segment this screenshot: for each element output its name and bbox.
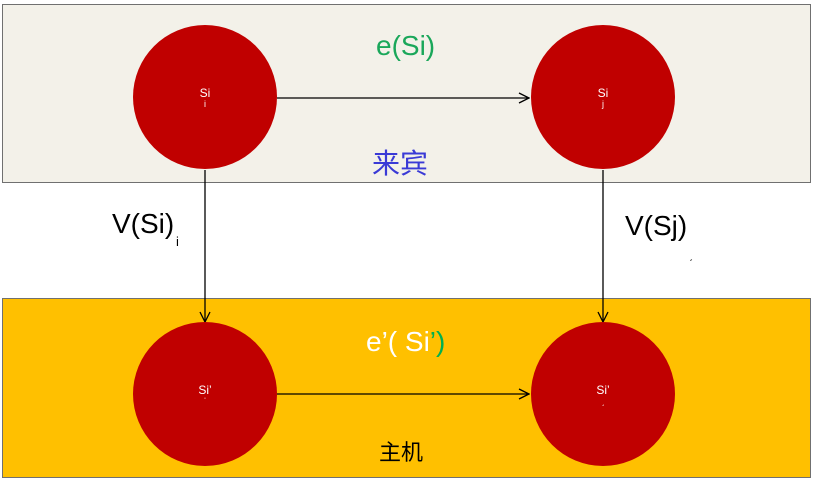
host-label: 主机 [379,440,424,465]
mapping-label-right-tick: ˏ [689,250,693,262]
node-sj-prime: Si’ ˏ [531,322,675,466]
node-si-prime: Si’ ˈ [133,322,277,466]
mapping-label-left: V(Si) [112,208,175,239]
node-sj-prime-label: Si’ [596,383,610,397]
guest-edge-label: e(Si) [376,30,436,61]
host-edge-label-part1: e’( Si [366,326,430,357]
host-edge-label-part2: ’) [429,326,446,357]
node-si-prime-label: Si’ [198,383,212,397]
guest-label: 来宾 [372,148,429,179]
node-si-label: Si [199,86,211,100]
node-si-sub: i [204,99,206,109]
mapping-label-left-sub: i [176,234,179,249]
node-si: Si i [133,25,277,169]
node-si-prime-sub: ˈ [203,396,207,406]
node-sj-prime-sub: ˏ [601,396,605,406]
host-edge-label: e’( Si’) [366,326,445,358]
node-sj-label: Si [597,86,609,100]
mapping-label-right: V(Sj) [625,210,688,241]
node-sj: Si j [531,25,675,169]
node-sj-sub: j [602,99,604,109]
